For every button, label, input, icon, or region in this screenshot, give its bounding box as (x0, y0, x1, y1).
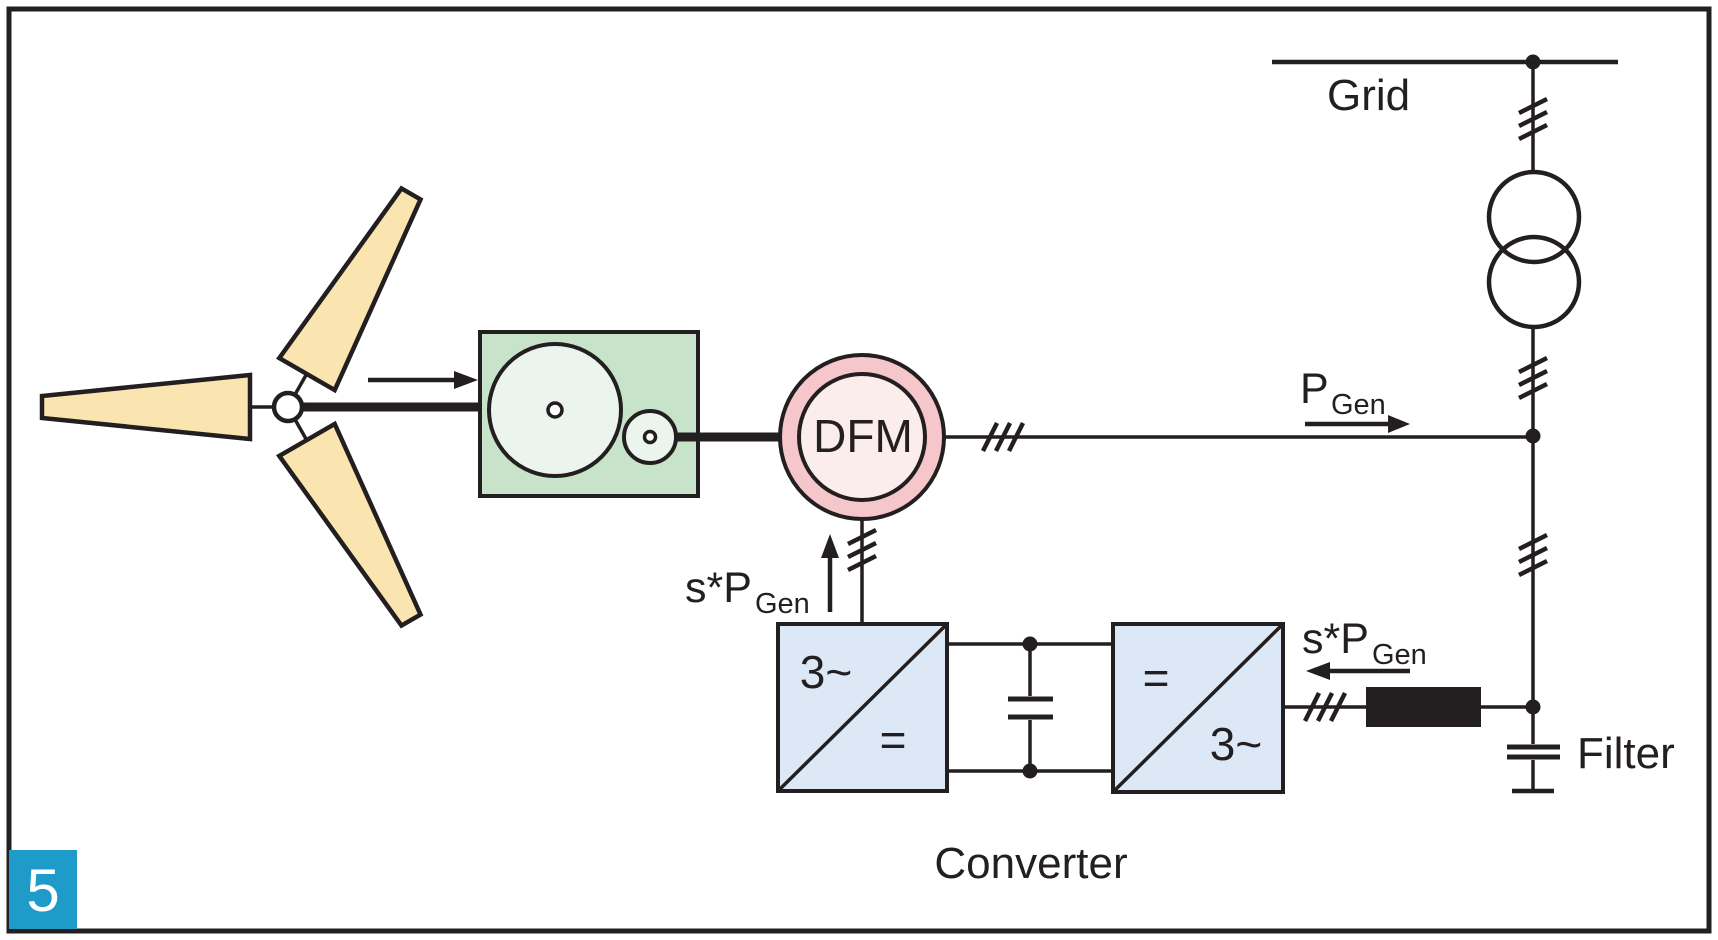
machine-side-converter-ac-text: 3~ (800, 646, 852, 698)
transformer-hv-three-phase-marks-icon (1519, 99, 1547, 139)
large-gear-axle-dot (546, 401, 564, 419)
figure-number-text: 5 (26, 857, 59, 924)
figure-number-badge: 5 (9, 850, 77, 929)
grid-label: Grid (1327, 71, 1410, 120)
transformer-lv-three-phase-marks-icon (1519, 358, 1547, 398)
stator-power-label: P Gen (1300, 365, 1410, 433)
turbine-blade-bottom (276, 420, 424, 629)
figure-border (6, 6, 1712, 934)
small-gear-axle-dot (642, 429, 658, 445)
turbine-blade-top (276, 185, 424, 394)
spgen-rotor-subscript-text: Gen (755, 588, 810, 620)
dc-link-capacitor-icon (1008, 644, 1053, 771)
grid-side-converter-ac-text: 3~ (1210, 718, 1262, 770)
spgen-grid-main-text: s*P (1302, 615, 1369, 663)
spgen-rotor-main-text: s*P (685, 564, 752, 612)
spgen-grid-arrowhead-icon (1306, 662, 1330, 680)
stator-three-phase-marks-icon (983, 423, 1023, 451)
spgen-grid-subscript-text: Gen (1372, 639, 1427, 671)
shaft-power-arrowhead-icon (454, 371, 478, 389)
riser-three-phase-marks-icon (1519, 535, 1547, 575)
filter-label: Filter (1577, 729, 1675, 778)
pgen-main-text: P (1300, 365, 1329, 413)
converter-label: Converter (934, 839, 1127, 888)
grid-side-converter-diagonal (1111, 622, 1285, 794)
rotor-three-phase-marks-icon (848, 530, 876, 570)
stator-line (944, 423, 1533, 451)
transformer-primary-winding (1486, 169, 1582, 265)
machine-side-converter-diagonal (776, 622, 949, 793)
dfm-rotor-core (797, 372, 927, 502)
machine-side-converter-dc-text: = (880, 714, 907, 766)
gearbox (478, 330, 700, 498)
grid-side-rotor-power-label: s*P Gen (1302, 615, 1427, 680)
transformer (1486, 169, 1582, 330)
filter: Filter (1507, 707, 1675, 794)
line-choke-block (1366, 687, 1481, 727)
dfm-label: DFM (813, 410, 913, 462)
dfm-generator: DFM (778, 353, 946, 521)
converter-output-three-phase-marks-icon (1305, 693, 1345, 721)
dc-link (947, 636, 1113, 779)
turbine-hub (271, 390, 305, 424)
pgen-subscript-text: Gen (1331, 389, 1386, 421)
turbine-blade-left (39, 372, 253, 442)
grid-side-converter-dc-text: = (1143, 652, 1170, 704)
pgen-arrowhead-icon (1388, 415, 1410, 433)
grid-side-output (1283, 687, 1533, 727)
figure-number-badge-box (9, 850, 77, 929)
machine-side-converter: 3~ = (776, 622, 949, 793)
shaft-power-arrow (368, 371, 478, 389)
rotor-power-label: s*P Gen (685, 534, 839, 620)
spgen-rotor-arrowhead-icon (821, 534, 839, 558)
grid-side-converter: = 3~ (1111, 622, 1285, 794)
rotor-line (848, 519, 876, 626)
wind-turbine (39, 185, 492, 629)
